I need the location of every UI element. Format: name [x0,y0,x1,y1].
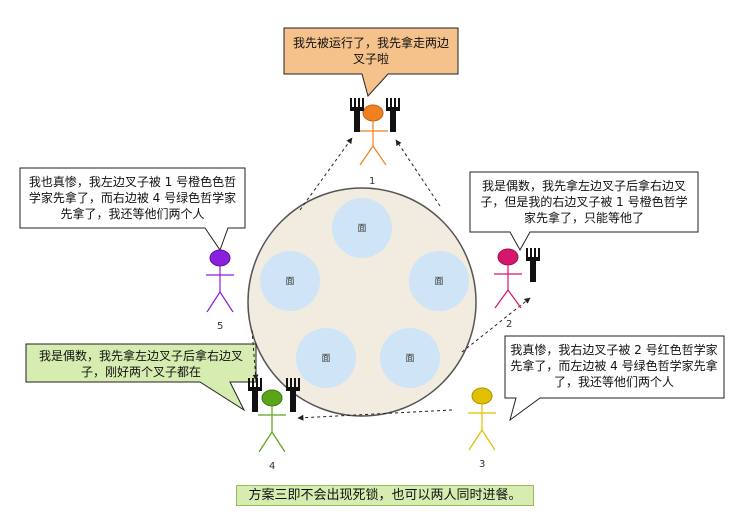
speech-bubble-3 [504,335,725,422]
plate-5-label: 面 [285,277,295,287]
bubble-4-text: 我是偶数，我先拿左边叉子后拿右边叉子，刚好两个叉子都在 [38,349,243,379]
speech-bubble-1 [283,27,459,98]
fork-icon [526,248,540,282]
fork-icon [248,378,262,412]
plate-1 [332,198,392,258]
philosopher-5-number: 5 [217,321,224,332]
arrow-5-to-1 [299,137,353,211]
arrow-3-to-4 [297,409,453,421]
philosopher-1 [358,104,388,166]
plate-2-label: 面 [434,277,444,287]
philosopher-4-head [261,389,283,407]
arrow-2-to-1 [395,139,441,207]
philosopher-2-head [497,248,519,266]
bubble-2-text: 我是偶数，我先拿左边叉子后拿右边叉子，但是我的右边叉子被 1 号橙色哲学家先拿了… [480,179,688,225]
philosopher-3 [468,387,496,451]
philosopher-1-number: 1 [369,176,376,187]
arrow-3-to-2 [461,297,531,353]
philosopher-4-number: 4 [269,461,276,472]
philosopher-5-head [209,249,231,267]
plate-5 [260,251,320,311]
bubble-1-text: 我先被运行了，我先拿走两边叉子啦 [292,36,449,66]
philosopher-5 [206,249,234,313]
speech-bubble-5 [19,167,246,252]
plate-1-label: 面 [357,224,367,234]
plate-4-label: 面 [321,354,331,364]
bubble-3-text: 我真惨，我右边叉子被 2 号红色哲学家先拿了，而左边被 4 号绿色哲学家先拿了，… [510,343,718,389]
philosopher-1-head [362,104,384,122]
bubble-5-text: 我也真惨，我左边叉子被 1 号橙色色哲学家先拿了，而右边被 4 号绿色哲学家先拿… [28,175,237,221]
philosopher-4 [258,389,286,453]
speech-bubble-2 [469,171,699,252]
fork-icon [286,378,300,412]
speech-bubble-4 [25,343,257,412]
philosopher-2-number: 2 [506,319,513,330]
plate-3-label: 面 [405,354,415,364]
plate-2 [409,251,469,311]
philosopher-2 [494,248,522,309]
philosopher-3-number: 3 [479,459,486,470]
caption: 方案三即不会出现死锁，也可以两人同时进餐。 [236,485,534,506]
philosopher-3-head [471,387,493,405]
plate-3 [380,328,440,388]
arrow-5-to-4 [251,329,259,381]
fork-icon [350,98,364,132]
plate-4 [296,328,356,388]
fork-icon [386,98,400,132]
